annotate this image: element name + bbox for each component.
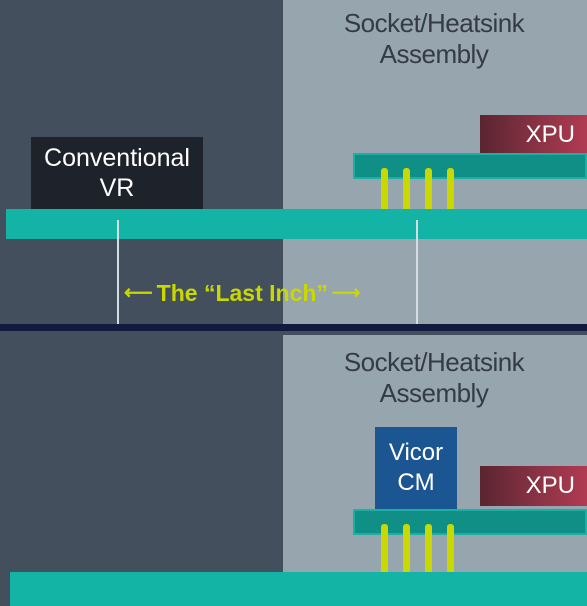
xpu-marker-line xyxy=(416,220,418,324)
socket-heatsink-label: Socket/Heatsink Assembly xyxy=(343,347,525,408)
last-inch-annotation: ⟵ The “Last Inch” ⟶ xyxy=(124,279,361,307)
xpu-chip: XPU xyxy=(480,115,587,155)
last-inch-label: The “Last Inch” xyxy=(156,280,328,306)
motherboard-pcb xyxy=(6,209,587,239)
vr-marker-line xyxy=(117,220,119,324)
package-substrate xyxy=(353,153,587,179)
conventional-vr-label: Conventional VR xyxy=(44,144,190,202)
package-substrate xyxy=(353,509,587,535)
conventional-vr-box: Conventional VR xyxy=(31,137,203,209)
vicor-cm-box: Vicor CM xyxy=(375,427,457,509)
socket-heatsink-label: Socket/Heatsink Assembly xyxy=(343,8,525,69)
socket-pin xyxy=(447,524,454,587)
vicor-cm-label: Vicor CM xyxy=(388,439,444,496)
socket-pin xyxy=(381,524,388,587)
xpu-chip: XPU xyxy=(480,466,587,506)
conventional-vr-panel: Socket/Heatsink Assembly XPU Conventiona… xyxy=(0,0,587,324)
xpu-label: XPU xyxy=(525,472,575,499)
socket-pin xyxy=(403,168,410,226)
socket-pin xyxy=(381,168,388,226)
motherboard-pcb xyxy=(10,572,587,606)
arrow-right-icon: ⟶ xyxy=(331,282,361,304)
vicor-cm-panel: Socket/Heatsink Assembly Vicor CM XPU xyxy=(0,331,587,606)
socket-pin xyxy=(425,168,432,226)
socket-pin xyxy=(425,524,432,587)
socket-pin xyxy=(447,168,454,226)
arrow-left-icon: ⟵ xyxy=(124,282,153,304)
socket-pin xyxy=(403,524,410,587)
xpu-label: XPU xyxy=(525,121,575,148)
